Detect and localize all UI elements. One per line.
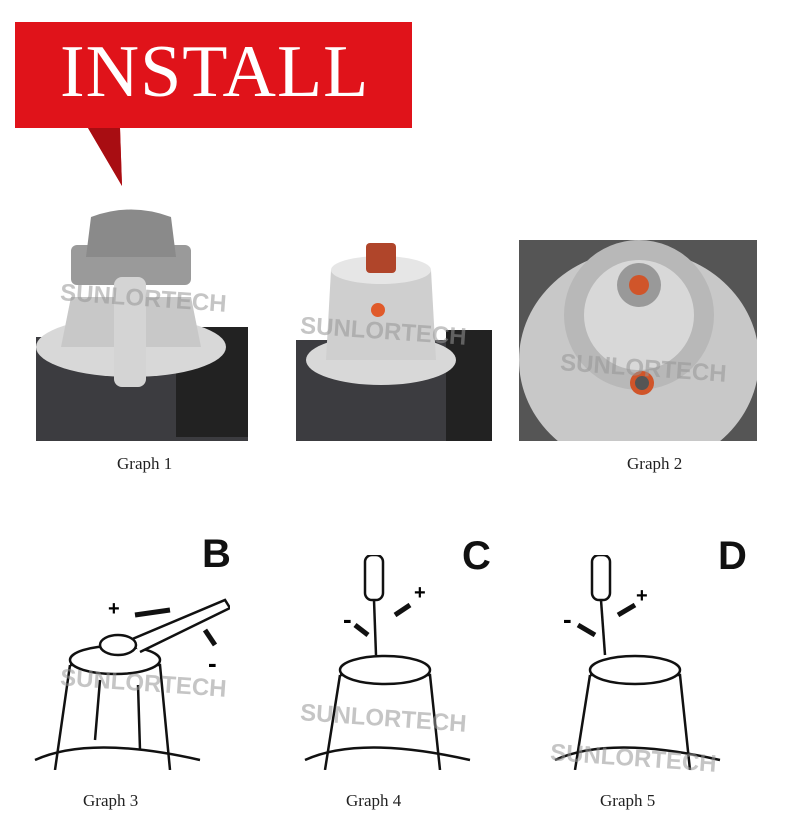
drawing-graph-4 <box>304 555 471 770</box>
photo-graph-1b <box>296 243 492 441</box>
drawing-graph-5 <box>554 555 721 770</box>
step-letter-b: B <box>202 532 231 576</box>
step-letter-c: C <box>462 534 491 578</box>
install-banner <box>15 22 412 186</box>
caption-graph-5: Graph 5 <box>600 791 656 810</box>
photo-graph-2 <box>519 240 757 441</box>
plus-label: + <box>414 582 426 604</box>
caption-graph-3: Graph 3 <box>83 791 139 810</box>
plus-label: + <box>636 585 648 607</box>
step-letter-d: D <box>718 534 747 578</box>
banner-title: INSTALL <box>60 31 370 113</box>
drawing-graph-3 <box>34 598 230 770</box>
caption-graph-4: Graph 4 <box>346 791 402 810</box>
plus-label: + <box>108 598 120 620</box>
photo-graph-1 <box>36 209 248 441</box>
caption-graph-1: Graph 1 <box>117 454 173 473</box>
minus-label: - <box>563 604 572 634</box>
caption-graph-2: Graph 2 <box>627 454 683 473</box>
minus-label: - <box>343 604 352 634</box>
minus-label: - <box>208 648 217 678</box>
